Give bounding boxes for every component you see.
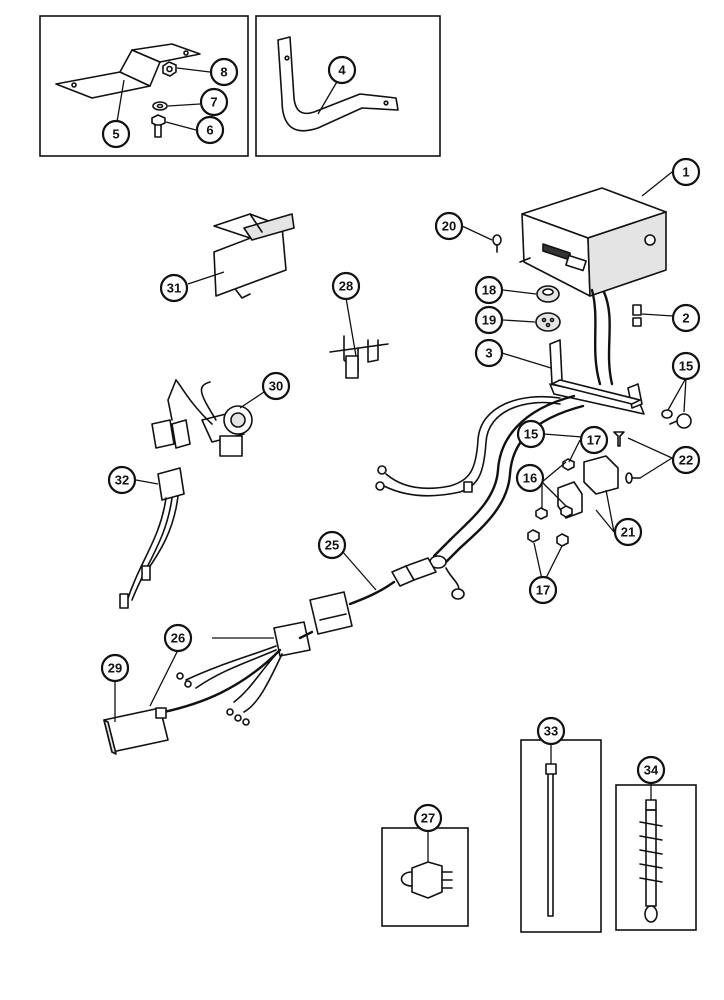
callout-3: 3 [474,338,504,368]
callout-26: 26 [163,623,193,653]
callout-17-lower: 17 [528,575,558,605]
callout-8: 8 [209,57,239,87]
callout-number: 26 [171,631,185,646]
connector-pair-30 [151,419,191,449]
callout-16: 16 [515,463,545,493]
callout-number: 34 [644,763,659,778]
callout-1: 1 [671,157,701,187]
mount-bracket-part-3 [549,339,645,415]
callout-number: 32 [115,473,129,488]
callout-30: 30 [261,371,291,401]
callout-4: 4 [327,55,357,85]
callout-number: 15 [524,427,538,442]
cable-part-25 [348,557,437,606]
callout-28: 28 [331,271,361,301]
callout-number: 3 [485,346,492,361]
inset-frame-bracket-5 [39,15,249,157]
grommet-part-18 [536,285,560,303]
sensor-part-30 [167,379,253,457]
connector-part-32 [119,467,185,609]
connector-part-27 [400,861,453,899]
callout-number: 15 [679,359,693,374]
callout-number: 4 [338,63,346,78]
callout-number: 22 [679,453,693,468]
callout-31: 31 [159,273,189,303]
callout-number: 29 [108,661,122,676]
ring-part-20 [492,234,502,253]
clip-part-28 [329,335,389,379]
callout-18: 18 [474,275,504,305]
bracket-part-5 [55,43,201,99]
callout-number: 7 [210,95,217,110]
callout-number: 8 [220,65,227,80]
inset-frame-cable-tie-33 [520,739,602,933]
callout-2: 2 [671,303,701,333]
module-part-29 [103,707,169,755]
nut-part-8 [162,61,177,77]
callout-6: 6 [195,115,225,145]
washer-part-7 [152,101,168,111]
strap-part-4 [277,36,399,132]
callout-19: 19 [474,305,504,335]
screw-part-22 [613,431,641,484]
plug-part-19 [535,312,561,332]
console-part-1 [519,187,667,297]
callout-34: 34 [636,755,666,785]
leader-lines [114,67,687,862]
callout-number: 6 [206,123,213,138]
callout-number: 33 [544,724,558,739]
washer-part-15-right [661,409,673,419]
callout-27: 27 [413,803,443,833]
callout-21: 21 [613,517,643,547]
cap-part-2 [632,304,642,327]
callout-number: 5 [112,127,119,142]
connector-block-25 [309,591,353,635]
callout-32: 32 [107,465,137,495]
callout-17-upper: 17 [579,425,609,455]
callout-5: 5 [101,119,131,149]
callout-20: 20 [434,211,464,241]
callout-33: 33 [536,716,566,746]
bracket-part-21-upper [583,455,619,495]
callout-7: 7 [199,87,229,117]
callout-number: 19 [482,313,496,328]
callout-number: 28 [339,279,353,294]
ground-wire-lead [375,395,561,497]
bolt-part-6 [151,114,166,138]
callout-22: 22 [671,445,701,475]
main-harness-cable [432,394,585,566]
callout-number: 20 [442,219,456,234]
cover-part-31 [213,213,295,299]
callout-29: 29 [100,653,130,683]
cable-pair-from-console [590,288,614,386]
harness-part-26 [162,621,314,726]
callout-number: 2 [682,311,689,326]
callout-number: 17 [536,583,550,598]
inset-frame-strap-4 [255,15,441,157]
cable-tie-part-33 [545,763,557,917]
callout-15-left: 15 [516,419,546,449]
callout-number: 31 [167,281,181,296]
nuts-part-17 [527,529,569,547]
callout-number: 17 [587,433,601,448]
callout-number: 27 [421,811,435,826]
knob-part-15 [669,413,692,429]
callout-number: 30 [269,379,283,394]
callout-number: 21 [621,525,635,540]
callout-15-right: 15 [671,351,701,381]
callout-number: 25 [325,538,339,553]
callout-number: 16 [523,471,537,486]
callout-number: 1 [682,165,689,180]
cable-tie-part-34 [639,799,663,923]
callout-25: 25 [317,530,347,560]
inset-frame-cable-tie-34 [615,784,697,931]
callout-number: 18 [482,283,496,298]
